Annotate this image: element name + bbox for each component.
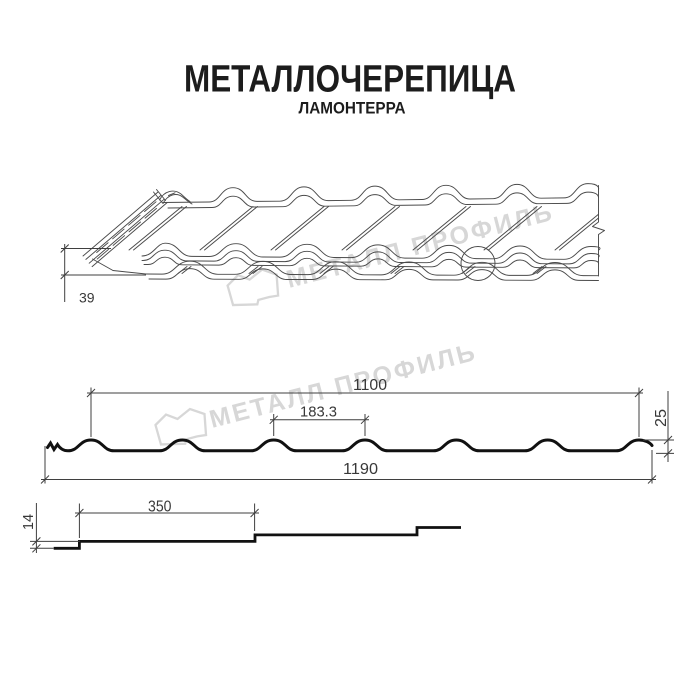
svg-text:25: 25	[653, 409, 670, 427]
svg-text:39: 39	[79, 290, 95, 306]
svg-text:МЕТАЛЛОЧЕРЕПИЦА: МЕТАЛЛОЧЕРЕПИЦА	[184, 59, 516, 101]
svg-text:1190: 1190	[343, 461, 378, 478]
svg-text:14: 14	[20, 514, 37, 530]
svg-text:183.3: 183.3	[300, 404, 337, 421]
svg-text:350: 350	[148, 499, 172, 516]
svg-text:ЛАМОНТЕРРА: ЛАМОНТЕРРА	[299, 98, 406, 117]
svg-text:1100: 1100	[353, 377, 387, 394]
